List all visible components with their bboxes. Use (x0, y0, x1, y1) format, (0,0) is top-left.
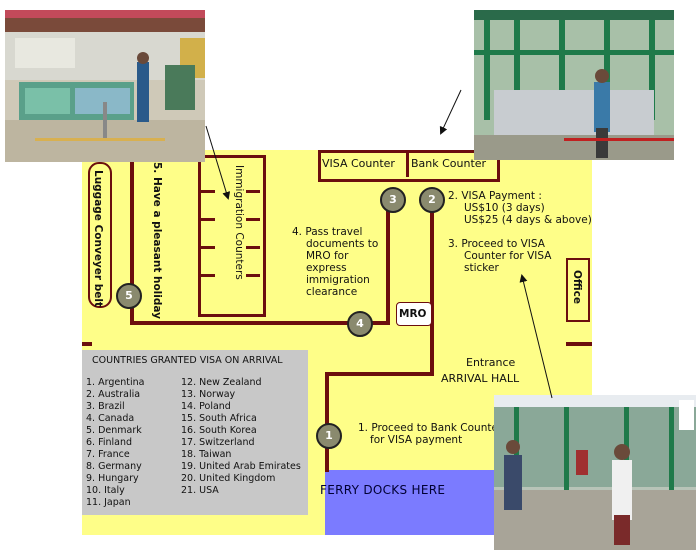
step2-note: 2. VISA Payment : US$10 (3 days) US$25 (… (448, 190, 592, 226)
countries-column-2: 12. New Zealand 13. Norway 14. Poland 15… (181, 377, 301, 497)
counter-mark (201, 218, 215, 221)
step3-line1: 3. Proceed to VISA (448, 238, 545, 250)
mro-box (396, 302, 432, 326)
step4-note: 4. Pass travel documents to MRO for expr… (292, 226, 378, 298)
country-item: 20. United Kingdom (181, 473, 276, 484)
bank-counter-label: Bank Counter (411, 157, 487, 170)
step4-line2: documents to (306, 238, 379, 250)
photo-luggage-hall-drawing (5, 10, 205, 162)
wall-segment-right (566, 342, 592, 346)
step5-note: 5. Have a pleasant holiday (151, 162, 163, 320)
step3-line2: Counter for VISA (464, 250, 552, 262)
country-item: 14. Poland (181, 401, 231, 412)
step3-line3: sticker (464, 262, 499, 274)
step2-line3: US$25 (4 days & above) (464, 214, 592, 226)
step-4-marker: 4 (347, 311, 373, 337)
country-item: 10. Italy (86, 485, 125, 496)
country-item: 12. New Zealand (181, 377, 262, 388)
country-item: 16. South Korea (181, 425, 257, 436)
country-item: 13. Norway (181, 389, 236, 400)
step1-line1: 1. Proceed to Bank Counter (358, 422, 503, 434)
route-line-entrance (430, 196, 434, 374)
visa-counter-label: VISA Counter (322, 157, 395, 170)
country-item: 2. Australia (86, 389, 141, 400)
photo-counters (474, 10, 674, 160)
counter-mark (246, 274, 260, 277)
arrow-entrance (519, 274, 553, 399)
counter-mark (201, 190, 215, 193)
counter-mark (246, 246, 260, 249)
country-item: 19. United Arab Emirates (181, 461, 301, 472)
route-line-arrival (325, 372, 434, 376)
wall-segment-left (82, 342, 92, 346)
step2-line2: US$10 (3 days) (464, 202, 545, 214)
luggage-conveyer-belt (88, 162, 112, 308)
mro-label: MRO (399, 308, 427, 320)
step-1-marker: 1 (316, 423, 342, 449)
country-item: 7. France (86, 449, 130, 460)
immigration-counters-label: Immigration Counters (233, 165, 245, 280)
entrance-label: Entrance (466, 356, 516, 369)
step-2-marker: 2 (419, 187, 445, 213)
counter-divider (406, 153, 409, 177)
route-line-mro (386, 196, 390, 325)
country-item: 18. Taiwan (181, 449, 232, 460)
ferry-docks-label: FERRY DOCKS HERE (320, 483, 446, 497)
arrow-immigration (205, 125, 231, 200)
country-item: 4. Canada (86, 413, 135, 424)
visa-countries-panel (82, 350, 308, 515)
country-item: 1. Argentina (86, 377, 145, 388)
photo-entrance-drawing (494, 395, 696, 550)
country-item: 3. Brazil (86, 401, 125, 412)
step4-line6: clearance (306, 286, 358, 298)
step-5-marker: 5 (116, 283, 142, 309)
country-item: 8. Germany (86, 461, 142, 472)
office-label: Office (571, 270, 583, 304)
arrow-counters (439, 89, 462, 135)
step1-line2: for VISA payment (370, 434, 463, 446)
step4-line3: MRO for (306, 250, 349, 262)
step3-note: 3. Proceed to VISA Counter for VISA stic… (448, 238, 551, 274)
step4-line1: 4. Pass travel (292, 226, 363, 238)
photo-entrance (494, 395, 696, 550)
photo-luggage-hall (5, 10, 205, 162)
route-line-bottom (130, 321, 390, 325)
step-3-marker: 3 (380, 187, 406, 213)
counter-mark (246, 190, 260, 193)
arrival-hall-label: ARRIVAL HALL (441, 372, 520, 385)
route-line-ferry (325, 372, 329, 472)
counter-box (318, 150, 500, 182)
country-item: 6. Finland (86, 437, 133, 448)
step1-note: 1. Proceed to Bank Counter for VISA paym… (358, 422, 502, 446)
counter-mark (246, 218, 260, 221)
country-item: 21. USA (181, 485, 219, 496)
luggage-conveyer-label: Luggage Conveyer belt (92, 170, 104, 307)
immigration-counters-box (198, 155, 266, 317)
counter-mark (201, 274, 215, 277)
country-item: 9. Hungary (86, 473, 139, 484)
step4-line5: immigration (306, 274, 370, 286)
counter-mark (201, 246, 215, 249)
photo-counters-drawing (474, 10, 674, 160)
office-box (566, 258, 590, 322)
countries-column-1: 1. Argentina 2. Australia 3. Brazil 4. C… (86, 377, 144, 509)
country-item: 17. Switzerland (181, 437, 255, 448)
route-line-left (130, 150, 134, 325)
visa-countries-title: COUNTRIES GRANTED VISA ON ARRIVAL (92, 355, 283, 366)
country-item: 11. Japan (86, 497, 131, 508)
country-item: 15. South Africa (181, 413, 257, 424)
country-item: 5. Denmark (86, 425, 142, 436)
step4-line4: express (306, 262, 347, 274)
step2-line1: 2. VISA Payment : (448, 190, 542, 202)
